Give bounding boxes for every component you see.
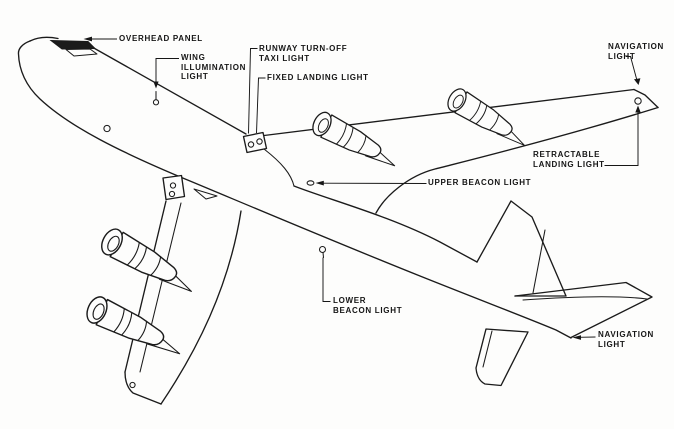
left-wing xyxy=(124,188,242,405)
arrowhead-navigation-tail xyxy=(572,335,581,340)
upper-beacon-light-symbol xyxy=(306,180,315,186)
engine-left-inboard xyxy=(96,224,202,299)
callout-overhead-panel: OVERHEAD PANEL xyxy=(119,34,203,43)
landing-taxi-light-box-left xyxy=(162,174,186,201)
arrowhead-wing-illumination xyxy=(153,81,159,89)
callout-lower-beacon-light: LOWER BEACON LIGHT xyxy=(333,296,403,315)
retractable-landing-light-symbol xyxy=(634,97,642,105)
engine-right-outboard xyxy=(443,85,534,152)
leader-retractable-landing xyxy=(604,110,639,166)
leader-wing-illumination xyxy=(155,58,179,83)
landing-taxi-light-box-right xyxy=(242,131,268,154)
leader-lines xyxy=(83,36,641,340)
forward-door-circle xyxy=(103,124,111,133)
callout-navigation-light-tail: NAVIGATION LIGHT xyxy=(598,330,655,349)
arrowhead-upper-beacon xyxy=(315,180,324,186)
callout-runway-turnoff-taxi-light: RUNWAY TURN-OFF TAXI LIGHT xyxy=(259,44,348,63)
leader-runway-turnoff xyxy=(248,48,258,134)
left-horizontal-stabilizer xyxy=(475,328,529,387)
right-horizontal-stabilizer xyxy=(514,281,653,339)
callout-fixed-landing-light: FIXED LANDING LIGHT xyxy=(267,73,369,82)
leader-fixed-landing xyxy=(256,77,266,134)
leader-lower-beacon xyxy=(322,257,331,302)
cockpit-windows xyxy=(49,39,98,57)
arrowhead-retractable-landing xyxy=(635,105,641,113)
leader-navigation-wing xyxy=(626,56,638,81)
lower-beacon-light-symbol xyxy=(318,245,327,259)
fuselage xyxy=(17,36,572,339)
engine-left-outboard xyxy=(82,293,189,362)
arrowhead-navigation-wing xyxy=(634,78,641,85)
callout-navigation-light-wing: NAVIGATION LIGHT xyxy=(608,42,665,61)
callout-retractable-landing-light: RETRACTABLE LANDING LIGHT xyxy=(533,150,605,169)
arrowhead-overhead-panel xyxy=(83,36,92,42)
callout-upper-beacon-light: UPPER BEACON LIGHT xyxy=(428,178,532,187)
callout-wing-illumination-light: WING ILLUMINATION LIGHT xyxy=(181,53,247,81)
wingtip-detail-circle xyxy=(129,381,136,389)
engine-right-inboard xyxy=(308,108,404,173)
wing-illumination-light-symbol xyxy=(152,90,160,106)
vertical-stabilizer xyxy=(476,200,567,297)
